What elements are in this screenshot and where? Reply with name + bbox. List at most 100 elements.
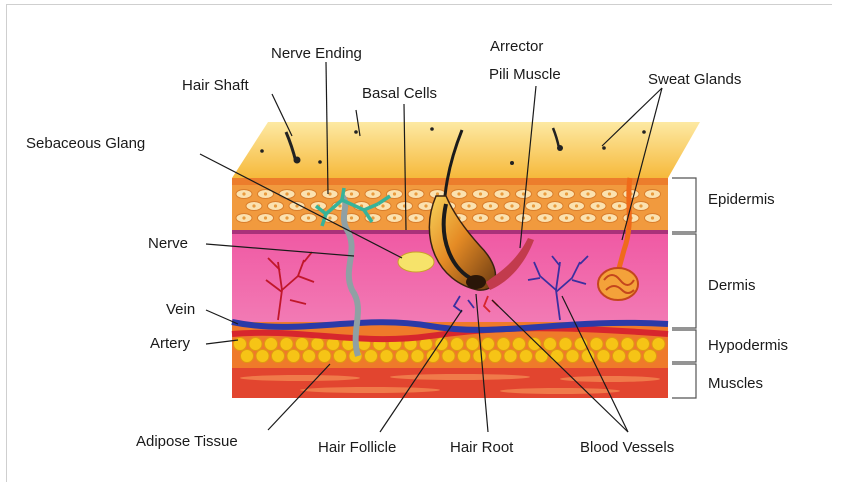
cell-nucleus — [242, 216, 245, 219]
label-hair-follicle: Hair Follicle — [318, 439, 396, 456]
fat-cell — [489, 350, 502, 363]
fat-cell — [520, 350, 533, 363]
cell-nucleus — [393, 192, 396, 195]
cell-nucleus — [381, 204, 384, 207]
cell-nucleus — [651, 192, 654, 195]
label-hair-shaft: Hair Shaft — [182, 77, 250, 94]
fat-cell — [365, 350, 378, 363]
label-arrector-1: Arrector — [490, 38, 543, 55]
cell-nucleus — [328, 216, 331, 219]
fat-cell — [272, 350, 285, 363]
label-arrector-2: Pili Muscle — [489, 66, 561, 83]
fat-cell — [303, 350, 316, 363]
cell-nucleus — [543, 216, 546, 219]
fat-cell — [311, 338, 324, 351]
label-sebaceous: Sebaceous Glang — [26, 135, 145, 152]
label-nerve-ending: Nerve Ending — [271, 45, 362, 62]
label-sweat-glands: Sweat Glands — [648, 71, 741, 88]
fat-cell — [528, 338, 541, 351]
cell-nucleus — [586, 216, 589, 219]
cell-nucleus — [651, 216, 654, 219]
cell-nucleus — [252, 204, 255, 207]
fat-cell — [628, 350, 641, 363]
skin-surface — [232, 122, 700, 178]
cell-nucleus — [543, 192, 546, 195]
fat-cell — [334, 350, 347, 363]
cell-nucleus — [242, 192, 245, 195]
fat-cell — [606, 338, 619, 351]
cell-nucleus — [500, 216, 503, 219]
fat-cell — [411, 350, 424, 363]
cell-nucleus — [618, 204, 621, 207]
cell-nucleus — [307, 216, 310, 219]
fat-cell — [621, 338, 634, 351]
fat-cell — [234, 338, 247, 351]
label-adipose: Adipose Tissue — [136, 433, 238, 450]
label-basal-cells: Basal Cells — [362, 85, 437, 102]
fat-cell — [396, 350, 409, 363]
cell-nucleus — [479, 192, 482, 195]
fat-cell — [597, 350, 610, 363]
cell-nucleus — [532, 204, 535, 207]
cell-nucleus — [350, 192, 353, 195]
fat-cell — [513, 338, 526, 351]
fat-cell — [458, 350, 471, 363]
fat-cell — [442, 350, 455, 363]
cell-nucleus — [274, 204, 277, 207]
label-dermis: Dermis — [708, 277, 756, 294]
fat-cell — [613, 350, 626, 363]
cell-nucleus — [565, 192, 568, 195]
cell-nucleus — [264, 216, 267, 219]
sweat-gland-coil — [598, 268, 638, 300]
fat-cell — [535, 350, 548, 363]
muscle-layer — [232, 368, 668, 398]
fat-cell — [249, 338, 262, 351]
cell-nucleus — [436, 192, 439, 195]
cell-nucleus — [264, 192, 267, 195]
label-epidermis: Epidermis — [708, 191, 775, 208]
fat-cell — [497, 338, 510, 351]
cell-nucleus — [565, 216, 568, 219]
fat-cell — [241, 350, 254, 363]
fat-cell — [287, 350, 300, 363]
label-muscles: Muscles — [708, 375, 763, 392]
fat-cell — [566, 350, 579, 363]
label-hypodermis: Hypodermis — [708, 337, 788, 354]
fat-cell — [644, 350, 657, 363]
cell-nucleus — [414, 216, 417, 219]
cell-nucleus — [489, 204, 492, 207]
cell-nucleus — [479, 216, 482, 219]
fat-cell — [590, 338, 603, 351]
cell-nucleus — [639, 204, 642, 207]
fat-cell — [265, 338, 278, 351]
fat-cell — [451, 338, 464, 351]
cell-nucleus — [553, 204, 556, 207]
cell-nucleus — [608, 216, 611, 219]
fat-cell — [504, 350, 517, 363]
cell-nucleus — [500, 192, 503, 195]
label-blood-vessels: Blood Vessels — [580, 439, 674, 456]
cell-nucleus — [510, 204, 513, 207]
label-vein: Vein — [166, 301, 195, 318]
cell-nucleus — [596, 204, 599, 207]
fat-cell — [296, 338, 309, 351]
fat-cell — [256, 350, 269, 363]
cell-nucleus — [575, 204, 578, 207]
cell-nucleus — [307, 192, 310, 195]
fat-cell — [551, 350, 564, 363]
cell-nucleus — [467, 204, 470, 207]
cell-nucleus — [586, 192, 589, 195]
fat-cell — [559, 338, 572, 351]
fat-cell — [544, 338, 557, 351]
cell-nucleus — [371, 192, 374, 195]
layer-brackets — [672, 178, 696, 398]
cell-nucleus — [285, 216, 288, 219]
fat-cell — [473, 350, 486, 363]
fat-cell — [318, 350, 331, 363]
label-artery: Artery — [150, 335, 191, 352]
fat-cell — [482, 338, 495, 351]
fat-cell — [466, 338, 479, 351]
fat-cell — [380, 350, 393, 363]
cell-nucleus — [414, 192, 417, 195]
sebaceous-gland — [398, 252, 434, 272]
